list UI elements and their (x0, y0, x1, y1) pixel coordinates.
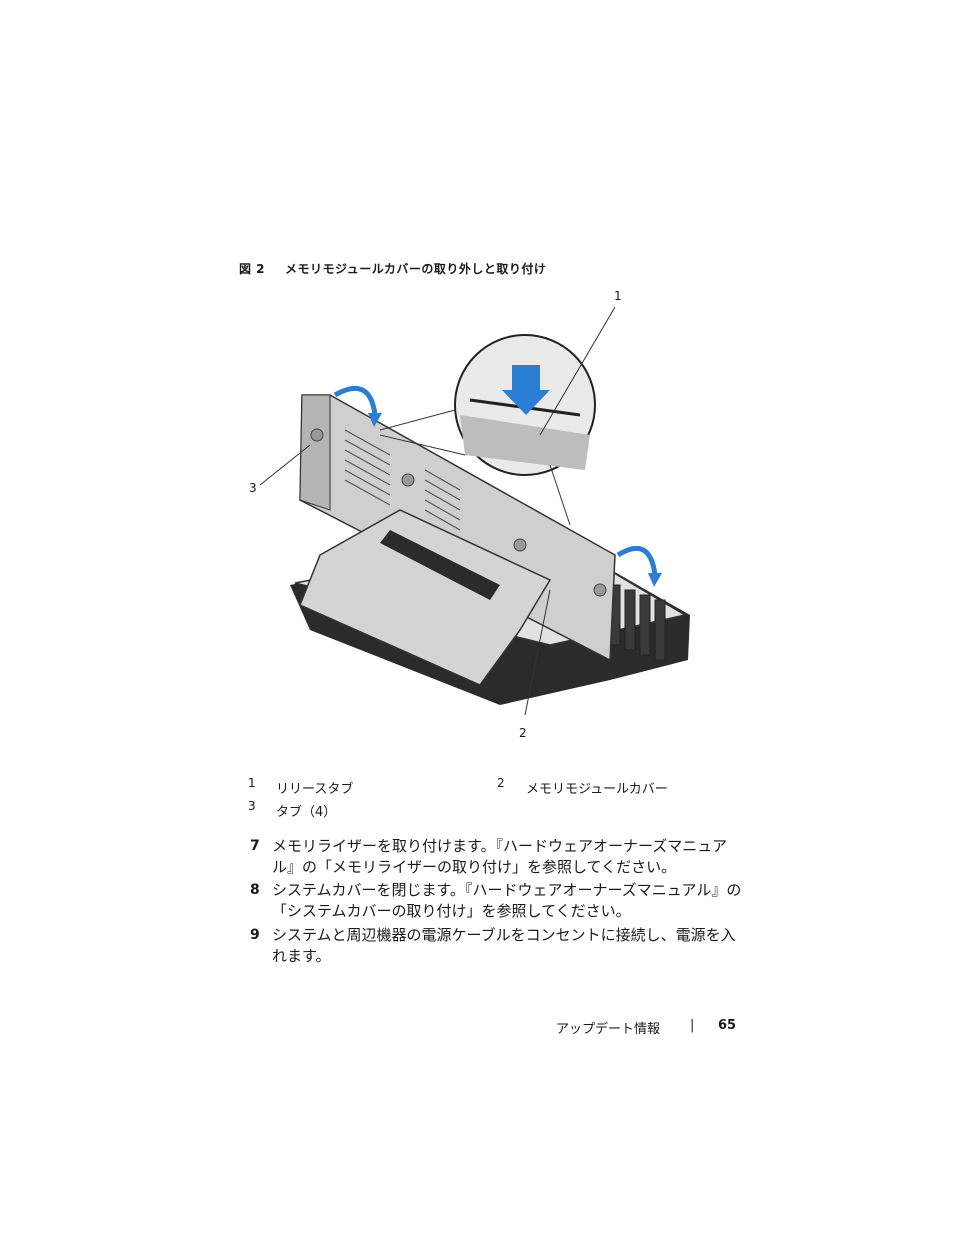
page-number: 65 (718, 1018, 737, 1033)
rotate-arrow-right (616, 545, 658, 576)
step-7: 7 メモリライザーを取り付けます。『ハードウェアオーナーズマニュアル』の「メモリ… (250, 836, 740, 880)
leader-1 (539, 306, 616, 436)
screw-left (310, 428, 324, 442)
step-text: メモリライザーを取り付けます。『ハードウェアオーナーズマニュアル』の「メモリライ… (272, 837, 727, 876)
memory-cover-illustration (259, 306, 690, 715)
air-shroud (299, 509, 552, 686)
screw-mid (401, 473, 415, 487)
step-text: システムと周辺機器の電源ケーブルをコンセントに接続し、電源を入れます。 (272, 926, 736, 965)
figure-legend: 1 リリースタブ 2 メモリモジュールカバー 3 タブ（4） (248, 776, 728, 826)
legend-text-1: リリースタブ (276, 782, 354, 797)
step-number: 9 (250, 927, 260, 943)
footer-separator: | (690, 1018, 695, 1033)
rotate-arrow-left (333, 385, 378, 416)
legend-num-1: 1 (248, 776, 256, 790)
step-8: 8 システムカバーを閉じます。『ハードウェアオーナーズマニュアル』の「システムカ… (250, 880, 742, 924)
callout-1: 1 (614, 289, 622, 303)
figure-label: 図 2 (239, 262, 266, 276)
leader-2 (524, 589, 551, 715)
callout-3: 3 (249, 481, 257, 495)
figure-caption: 図 2 メモリモジュールカバーの取り外しと取り付け (239, 260, 546, 277)
press-arrow-icon (502, 365, 550, 415)
step-number: 8 (250, 882, 260, 898)
callout-2: 2 (519, 726, 527, 740)
leader-3 (259, 444, 311, 486)
dimm-slots (609, 584, 666, 661)
legend-num-2: 2 (497, 776, 505, 790)
step-text: システムカバーを閉じます。『ハードウェアオーナーズマニュアル』の「システムカバー… (272, 881, 742, 920)
legend-text-2: メモリモジュールカバー (526, 782, 668, 797)
step-9: 9 システムと周辺機器の電源ケーブルをコンセントに接続し、電源を入れます。 (250, 925, 740, 969)
screw-far (593, 583, 607, 597)
cover-vents (344, 429, 461, 531)
step-number: 7 (250, 838, 260, 854)
screw-right (513, 538, 527, 552)
figure-title: メモリモジュールカバーの取り外しと取り付け (285, 262, 547, 276)
legend-text-3: タブ（4） (276, 805, 337, 820)
footer-section: アップデート情報 (556, 1022, 661, 1037)
legend-num-3: 3 (248, 799, 256, 813)
